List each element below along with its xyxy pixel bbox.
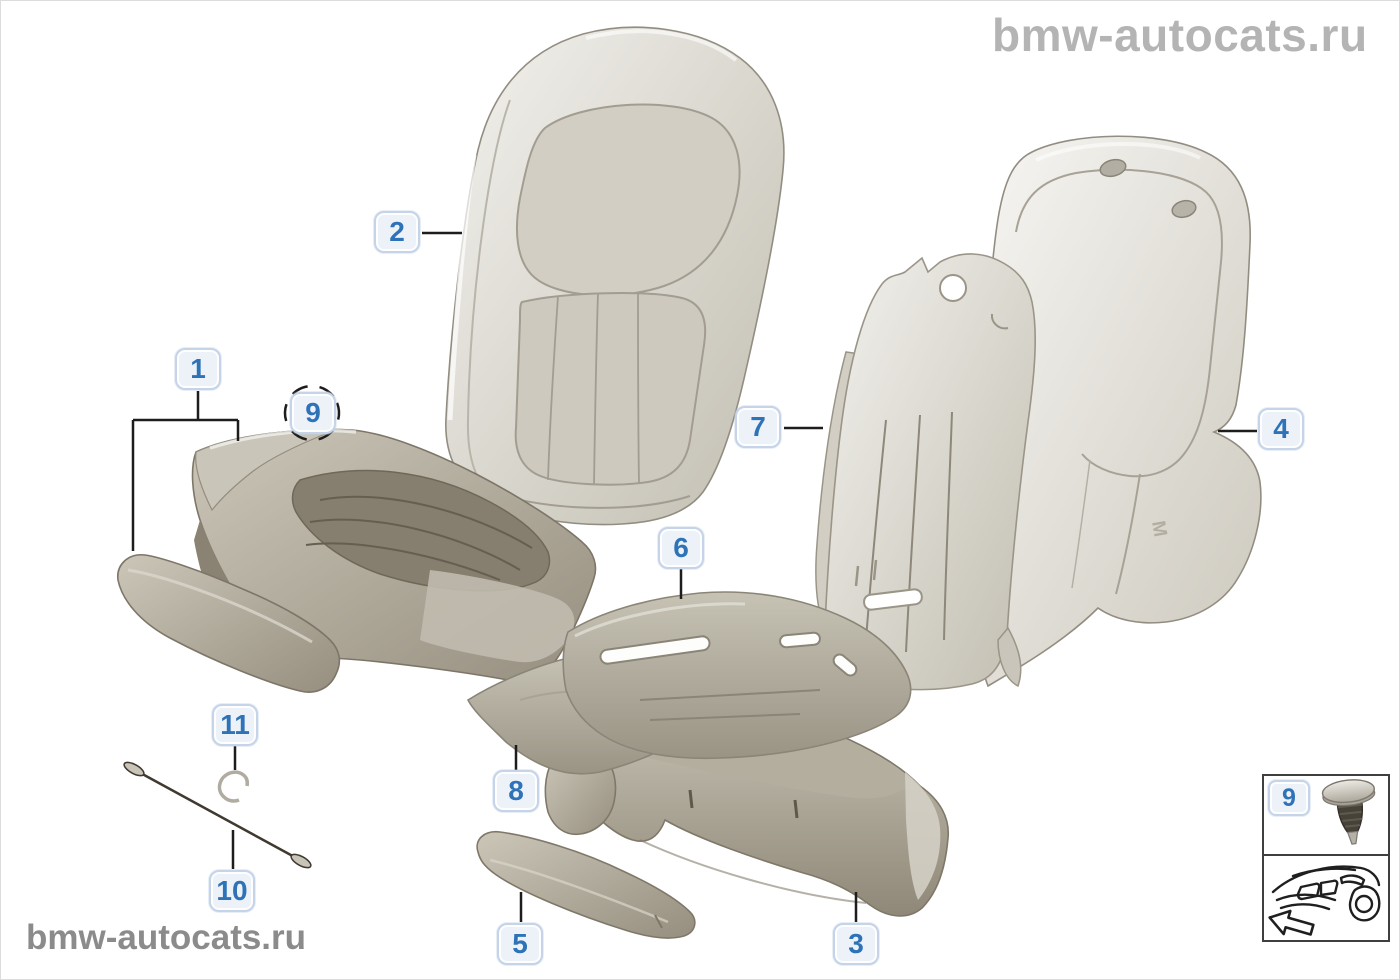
legend-box: 9 (1262, 774, 1390, 942)
part-backrest-foam-pad (815, 253, 1036, 691)
callout-retaining-wire[interactable]: 10 (209, 870, 255, 912)
callout-seat-cushion-cover[interactable]: 1 (175, 348, 221, 390)
callout-clip[interactable]: 9 (290, 392, 336, 434)
callout-label: 11 (220, 709, 250, 740)
callout-backrest-foam-pad[interactable]: 7 (735, 406, 781, 448)
callout-side-finisher-pad[interactable]: 5 (497, 923, 543, 965)
callout-label: 8 (508, 775, 524, 806)
callout-legend-clip[interactable]: 9 (1268, 780, 1310, 816)
shell-marking: M (1147, 519, 1170, 538)
callout-support-flap[interactable]: 8 (493, 770, 539, 812)
part-seat-heating-element (466, 591, 912, 775)
part-retaining-hook (217, 770, 249, 803)
watermark-bottom-left: bmw-autocats.ru (26, 918, 307, 957)
part-retaining-wire (123, 761, 312, 869)
callout-seat-foam-pad[interactable]: 3 (833, 923, 879, 965)
part-backrest-rear-shell (973, 135, 1262, 688)
callout-label: 5 (512, 928, 528, 959)
callout-retaining-hook[interactable]: 11 (212, 704, 258, 746)
callout-label: 9 (1282, 783, 1296, 812)
callout-backrest-cover[interactable]: 2 (374, 211, 420, 253)
callout-label: 2 (389, 216, 405, 247)
part-backrest-cover (445, 26, 785, 526)
callout-label: 1 (190, 353, 206, 384)
callout-label: 3 (848, 928, 864, 959)
callout-label: 10 (216, 875, 248, 906)
push-clip-icon (1321, 779, 1376, 845)
part-side-bolster-pad (117, 554, 341, 693)
callout-label: 4 (1273, 413, 1289, 444)
callout-label: 7 (750, 411, 766, 442)
legend-direction-cell (1264, 856, 1388, 940)
watermark-top-right: bmw-autocats.ru (992, 9, 1368, 61)
callout-backrest-rear-shell[interactable]: 4 (1258, 408, 1304, 450)
callout-label: 9 (305, 397, 321, 428)
callout-seat-heating-element[interactable]: 6 (658, 527, 704, 569)
legend-clip-cell: 9 (1264, 776, 1388, 856)
car-front-direction-icon (1268, 865, 1381, 936)
part-side-finisher-pad (476, 830, 696, 939)
callout-label: 6 (673, 532, 689, 563)
callout-lines (131, 231, 1257, 922)
